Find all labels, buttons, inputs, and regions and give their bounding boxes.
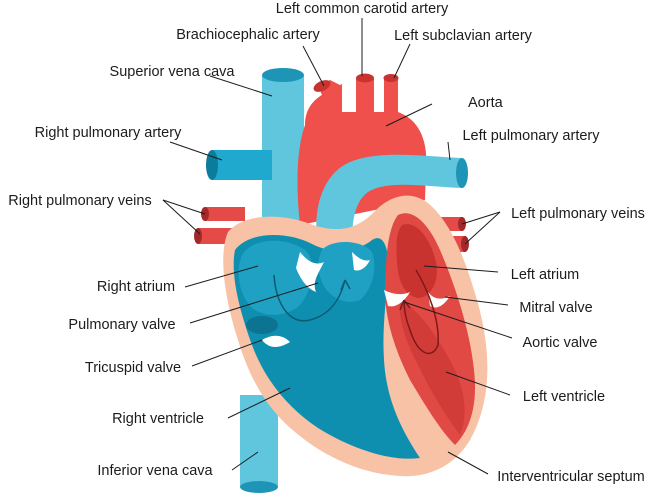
label-mitral-valve: Mitral valve bbox=[519, 300, 592, 316]
label-interventricular-septum: Interventricular septum bbox=[497, 469, 644, 485]
left-pulmonary-artery bbox=[316, 154, 468, 262]
oxygenated-flow-arrows bbox=[399, 269, 439, 355]
label-left-common-carotid-artery: Left common carotid artery bbox=[276, 1, 449, 17]
label-left-pulmonary-veins: Left pulmonary veins bbox=[511, 206, 645, 222]
aortic-valve-shape bbox=[384, 290, 410, 307]
label-tricuspid-valve: Tricuspid valve bbox=[85, 360, 181, 376]
tricuspid-opening bbox=[246, 316, 278, 334]
label-right-pulmonary-artery: Right pulmonary artery bbox=[35, 125, 182, 141]
valves bbox=[262, 252, 450, 347]
label-right-pulmonary-veins: Right pulmonary veins bbox=[8, 193, 151, 209]
inferior-vena-cava bbox=[240, 395, 278, 493]
label-brachiocephalic-artery: Brachiocephalic artery bbox=[176, 27, 320, 43]
label-pulmonary-valve: Pulmonary valve bbox=[68, 317, 175, 333]
label-inferior-vena-cava: Inferior vena cava bbox=[97, 463, 213, 479]
label-superior-vena-cava: Superior vena cava bbox=[110, 64, 236, 80]
pulmonary-valve-shape bbox=[296, 252, 324, 292]
label-left-ventricle: Left ventricle bbox=[523, 389, 605, 405]
pulmonary-outflow bbox=[318, 242, 375, 302]
blood-flow-arrows bbox=[273, 274, 351, 322]
left-atrium-chamber bbox=[396, 224, 437, 298]
right-atrium-chamber bbox=[238, 240, 313, 315]
label-right-atrium: Right atrium bbox=[97, 279, 175, 295]
left-ventricle-inner-wall bbox=[399, 300, 465, 435]
right-pulmonary-artery bbox=[206, 150, 272, 180]
leader-lines bbox=[162, 18, 513, 475]
label-left-pulmonary-artery: Left pulmonary artery bbox=[462, 128, 600, 144]
labels: Left common carotid artery Brachiocephal… bbox=[8, 1, 645, 485]
label-right-ventricle: Right ventricle bbox=[112, 411, 204, 427]
label-aortic-valve: Aortic valve bbox=[523, 335, 598, 351]
label-aorta: Aorta bbox=[468, 95, 504, 111]
label-left-atrium: Left atrium bbox=[511, 267, 580, 283]
tricuspid-valve-shape bbox=[262, 335, 290, 347]
mitral-valve-shape bbox=[428, 292, 450, 308]
label-left-subclavian-artery: Left subclavian artery bbox=[394, 28, 533, 44]
